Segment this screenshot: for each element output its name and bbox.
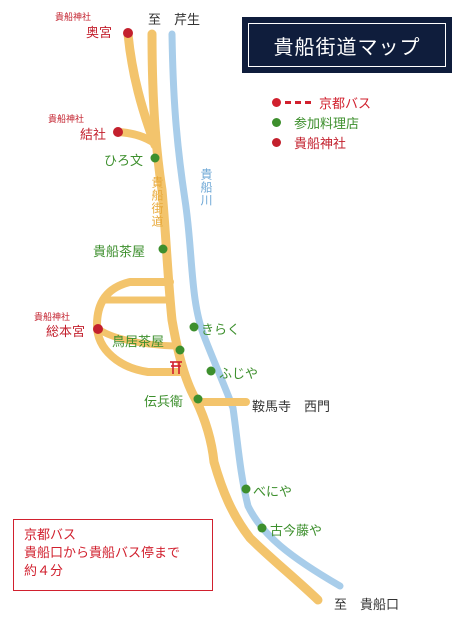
shrine-prefix-yuinoyashiro: 貴船神社 [48, 115, 85, 125]
map-title: 貴船街道マップ [242, 17, 452, 73]
shrine-dot-yuinoyashiro [113, 127, 123, 137]
restaurant-label-fujiya: ふじや [219, 367, 259, 382]
restaurant-dot-kibune-chaya [158, 244, 168, 254]
shrine-label-okumiya: 奥宮 [86, 26, 113, 41]
restaurant-dot-fujiya [206, 366, 216, 376]
restaurant-label-beniya: べにや [253, 485, 293, 500]
kibune-river [168, 30, 344, 590]
restaurant-label-hirobun: ひろ文 [104, 154, 144, 169]
bus-info-box: 京都バス 貴船口から貴船バス停まで 約４分 [13, 519, 213, 591]
shrine-label-honmiya: 総本宮 [46, 325, 86, 340]
direction-north: 至 芹生 [148, 13, 201, 28]
bus-info-line2: 貴船口から貴船バス停まで [24, 546, 181, 561]
bus-info-line3: 約４分 [24, 564, 64, 579]
shrine-dot-okumiya [123, 28, 133, 38]
river-label: 貴船川 [199, 168, 213, 207]
legend-bus-label: 京都バス [319, 96, 372, 112]
legend-bus: 京都バス [272, 92, 371, 112]
main-road [147, 29, 323, 605]
restaurant-dot-icon [272, 117, 281, 127]
road-okumiya [123, 29, 160, 150]
bus-stop-icon [272, 97, 281, 107]
road-honmiya-link [96, 326, 179, 350]
restaurant-label-kibune-chaya: 貴船茶屋 [93, 245, 146, 260]
legend-shrine-label: 貴船神社 [294, 136, 347, 152]
shrine-dot-icon [272, 137, 281, 147]
direction-south: 至 貴船口 [334, 598, 400, 613]
shrine-dot-honmiya [93, 324, 103, 334]
legend-restaurant: 参加料理店 [272, 112, 371, 132]
restaurant-label-denbee: 伝兵衛 [144, 395, 184, 410]
legend-restaurant-label: 参加料理店 [294, 116, 360, 132]
restaurant-dot-torii-chaya [175, 345, 185, 355]
shrine-prefix-honmiya: 貴船神社 [34, 313, 71, 323]
shrine-label-yuinoyashiro: 結社 [80, 128, 107, 143]
restaurant-dot-hirobun [150, 153, 160, 163]
bus-route-icon [285, 100, 311, 104]
restaurant-label-kiraku: きらく [201, 323, 241, 338]
shrine-prefix-okumiya: 貴船神社 [55, 13, 92, 23]
legend-shrine: 貴船神社 [272, 132, 371, 152]
restaurant-dot-kiraku [189, 322, 199, 332]
legend: 京都バス 参加料理店 貴船神社 [272, 92, 371, 152]
road-label: 貴船街道 [150, 176, 164, 228]
restaurant-dot-kokon-fujiya [257, 523, 267, 533]
restaurant-dot-beniya [241, 484, 251, 494]
restaurant-label-torii-chaya: 鳥居茶屋 [112, 335, 165, 350]
torii-icon [170, 361, 182, 374]
kurama-gate-label: 鞍馬寺 西門 [252, 400, 331, 415]
restaurant-dot-denbee [193, 394, 203, 404]
restaurant-label-kokon-fujiya: 古今藤や [270, 524, 323, 539]
bus-info-line1: 京都バス [24, 528, 77, 543]
